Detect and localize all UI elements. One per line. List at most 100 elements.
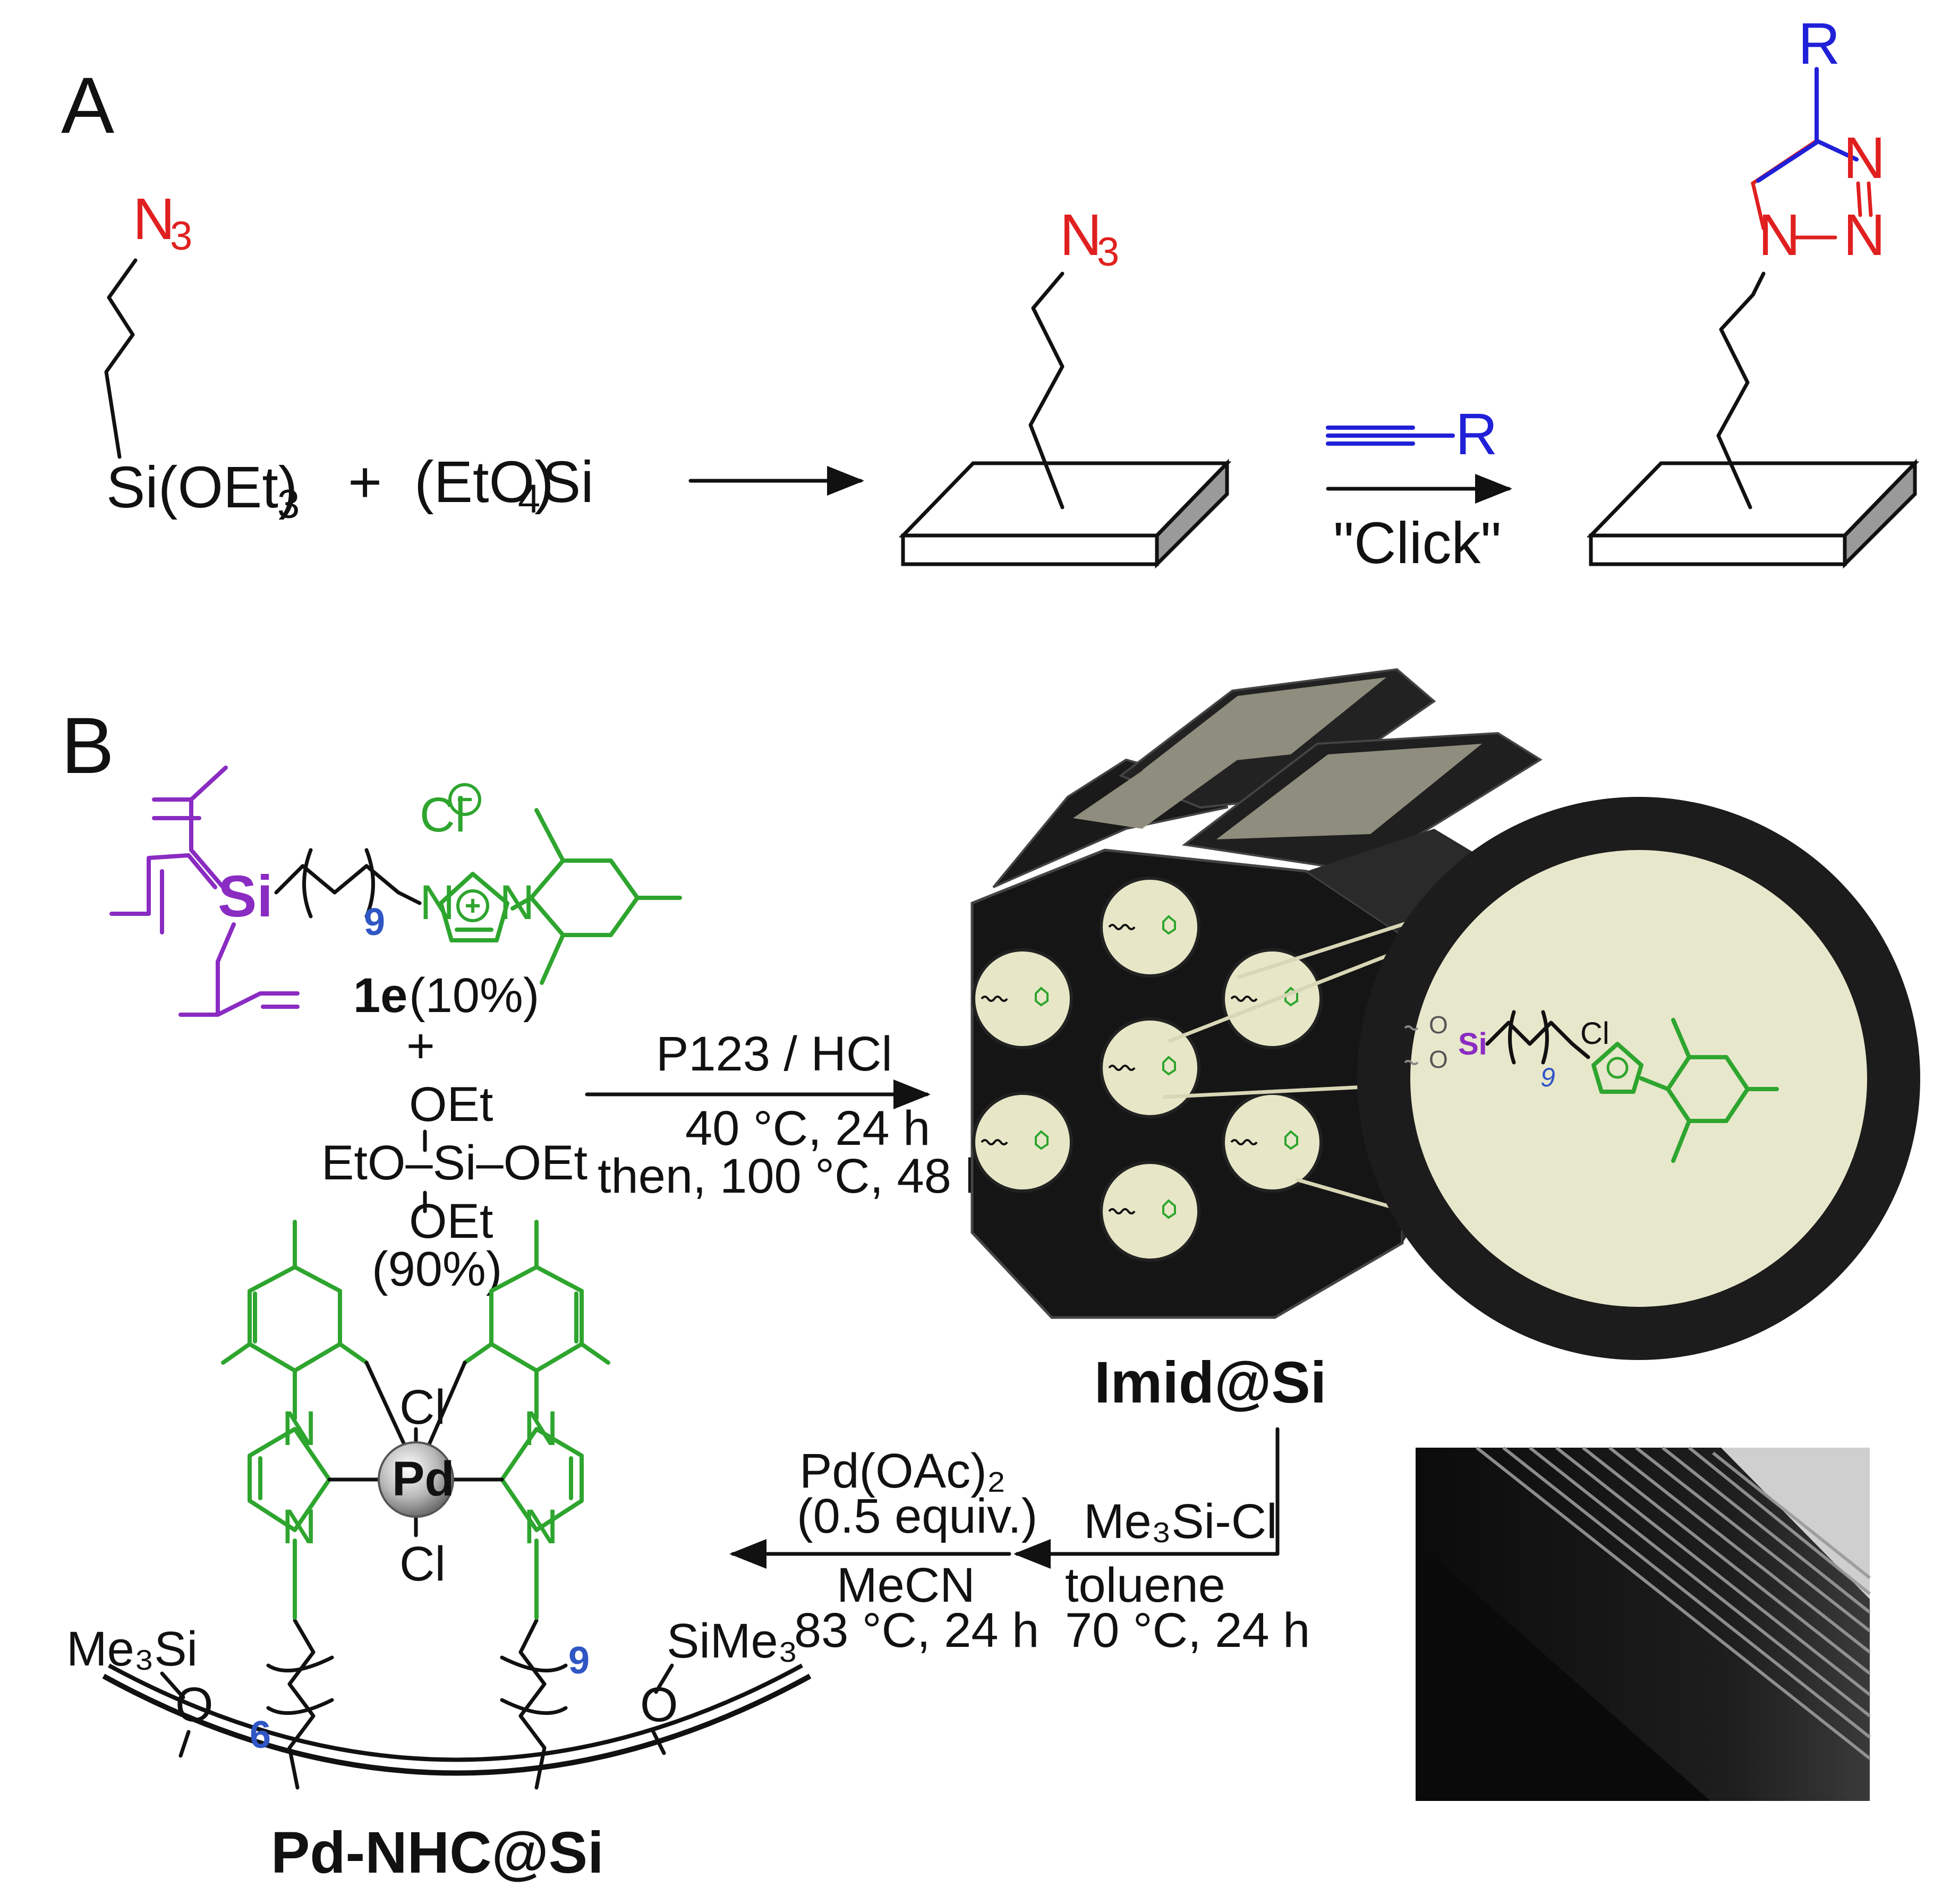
methallyl-arm-top bbox=[152, 797, 225, 889]
pd-label: Pd bbox=[392, 1452, 455, 1506]
pore-2 bbox=[1100, 877, 1200, 978]
o-left: O bbox=[175, 1678, 214, 1732]
right-n-top: N bbox=[523, 1401, 558, 1456]
plus-sign-b: + bbox=[406, 1019, 435, 1073]
silane-subscript: 3 bbox=[277, 482, 300, 527]
step3: Pd(OAc)₂ (0.5 equiv.) MeCN 83 °C, 24 h bbox=[729, 1444, 1039, 1658]
pore-4 bbox=[1100, 1017, 1200, 1118]
pore-5 bbox=[972, 1092, 1073, 1193]
pore-7 bbox=[1100, 1161, 1200, 1262]
arrow-step2 bbox=[1013, 1427, 1280, 1569]
propyl-chain-bond bbox=[104, 258, 138, 459]
pd-atom bbox=[378, 1441, 454, 1518]
step1: P123 / HCl 40 °C, 24 h then, 100 °C, 48 … bbox=[585, 1027, 992, 1203]
slab1-azide-subscript: 3 bbox=[1097, 230, 1119, 275]
slab2-propyl-chain bbox=[1716, 271, 1766, 509]
click-label: "Click" bbox=[1333, 511, 1501, 576]
mesityl-ring-1e bbox=[529, 858, 640, 937]
left-mesityl-ring bbox=[248, 1265, 342, 1373]
teos-middle: EtO–Si–OEt bbox=[321, 1136, 587, 1190]
chain-index-1e: 9 bbox=[364, 901, 385, 944]
alkyne-r: R bbox=[1455, 402, 1497, 467]
left-n-bottom: N bbox=[282, 1500, 317, 1554]
o-right: O bbox=[640, 1678, 678, 1732]
step3-equiv: (0.5 equiv.) bbox=[797, 1489, 1037, 1543]
left-nhc-ring bbox=[248, 1427, 331, 1532]
magnified-chloride: Cl bbox=[1580, 1016, 1609, 1051]
left-n-top: N bbox=[282, 1401, 317, 1456]
right-chain-index: 9 bbox=[568, 1639, 590, 1682]
methallyl-arm-bottom bbox=[178, 922, 300, 1017]
left-alkyl-chain bbox=[287, 1618, 316, 1790]
compound-1e: Si 9 N N Cl bbox=[109, 766, 682, 1017]
svg-text:O: O bbox=[1429, 1046, 1448, 1073]
triazole-n2: N bbox=[1843, 202, 1885, 268]
imid-n1-1e: N bbox=[420, 876, 455, 930]
pd-nhc-si-name: Pd-NHC@Si bbox=[271, 1820, 604, 1885]
silicon-atom: Si bbox=[218, 864, 273, 929]
silane-text: Si(OEt) bbox=[106, 455, 298, 520]
click-step: R "Click" bbox=[1326, 402, 1512, 576]
silica-surface-outer bbox=[102, 1673, 812, 1776]
step2-condition: 70 °C, 24 h bbox=[1065, 1603, 1310, 1658]
compound-1e-fraction: (10%) bbox=[409, 968, 539, 1023]
step3-reagent: Pd(OAc)₂ bbox=[799, 1444, 1006, 1498]
panel-a-label: A bbox=[61, 61, 114, 150]
azide-n: N bbox=[133, 186, 175, 252]
silica-slab-triazole: N N N R bbox=[1586, 11, 1920, 569]
svg-text:O: O bbox=[1429, 1011, 1448, 1039]
slab1-propyl-chain bbox=[1028, 271, 1064, 509]
azide-subscript: 3 bbox=[170, 214, 192, 259]
cl-bottom: Cl bbox=[399, 1537, 446, 1591]
triazole-n3: N bbox=[1843, 125, 1885, 191]
teos-subscript: 4 bbox=[518, 477, 540, 522]
pore-magnification: O O Si 9 Cl bbox=[1163, 797, 1920, 1360]
step1-condition: 40 °C, 24 h bbox=[685, 1101, 930, 1155]
silica-surface-inner bbox=[108, 1663, 803, 1762]
panel-b-label: B bbox=[61, 701, 114, 790]
step2-solvent: toluene bbox=[1065, 1558, 1225, 1612]
step1-condition-2: then, 100 °C, 48 h bbox=[598, 1149, 992, 1203]
right-alkyl-chain bbox=[518, 1618, 547, 1790]
step2-reagent: Me₃Si-Cl bbox=[1084, 1494, 1277, 1549]
silica-slab-azide: N 3 bbox=[898, 202, 1232, 569]
sime3-right: SiMe₃ bbox=[667, 1614, 798, 1668]
left-chain-index: 6 bbox=[250, 1714, 271, 1756]
tem-micrograph bbox=[1416, 1446, 1871, 1801]
imid-n3-1e: N bbox=[499, 876, 534, 930]
teos-oet-bottom: OEt bbox=[409, 1194, 493, 1248]
pd-nhc-complex: Me₃Si O SiMe₃ O 6 9 N N bbox=[66, 1220, 812, 1790]
cl-top: Cl bbox=[399, 1380, 446, 1434]
teos-text: (EtO) bbox=[414, 449, 554, 515]
triazole-n1: N bbox=[1758, 202, 1800, 268]
triazole-r: R bbox=[1798, 11, 1840, 76]
compound-1e-id: 1e bbox=[353, 968, 407, 1023]
azidopropyl-silane: N 3 Si(OEt) 3 bbox=[104, 186, 300, 527]
teos-formula-a: (EtO) 4 Si bbox=[414, 449, 594, 522]
methallyl-arm-left bbox=[109, 853, 217, 916]
plus-sign-a: + bbox=[348, 449, 382, 515]
magnified-si: Si bbox=[1458, 1027, 1487, 1061]
step2: Me₃Si-Cl toluene 70 °C, 24 h bbox=[1013, 1427, 1310, 1658]
teos-structure-b: OEt EtO–Si–OEt OEt (90%) bbox=[321, 1077, 587, 1296]
right-nhc-ring bbox=[500, 1427, 584, 1532]
magnified-index: 9 bbox=[1540, 1062, 1555, 1092]
step3-solvent: MeCN bbox=[837, 1558, 975, 1612]
teos-tail: Si bbox=[542, 449, 594, 515]
chloride-1e: Cl bbox=[420, 788, 466, 842]
teos-fraction: (90%) bbox=[372, 1242, 502, 1296]
right-mesityl-ring bbox=[489, 1265, 584, 1373]
step1-reagent: P123 / HCl bbox=[656, 1027, 892, 1081]
slab1-azide-n: N bbox=[1060, 202, 1102, 268]
teos-oet-top: OEt bbox=[409, 1077, 493, 1132]
me3si-left: Me₃Si bbox=[66, 1622, 198, 1676]
right-n-bottom: N bbox=[523, 1500, 558, 1554]
alkyl-chain-1e bbox=[274, 864, 401, 895]
step3-condition: 83 °C, 24 h bbox=[794, 1603, 1039, 1658]
imidazolium-ring-1e bbox=[439, 872, 509, 942]
pore-1 bbox=[972, 948, 1073, 1049]
imid-si-name: Imid@Si bbox=[1094, 1350, 1326, 1415]
mesoporous-silica-stack bbox=[970, 668, 1543, 1319]
